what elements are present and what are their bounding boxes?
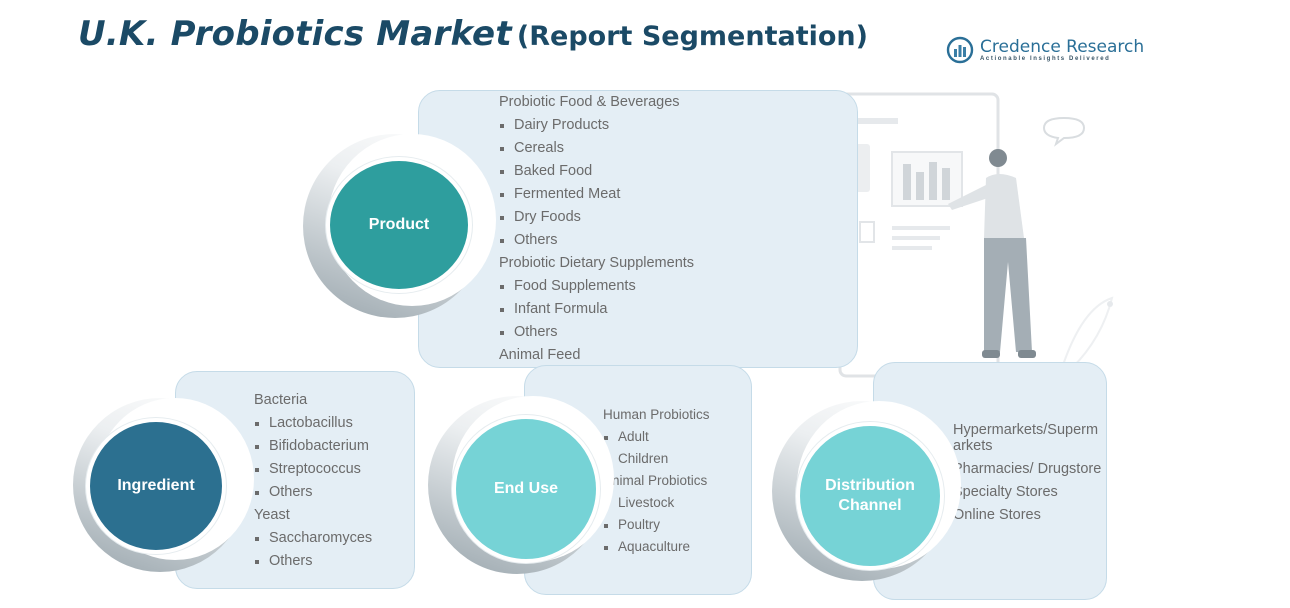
list-item: Livestock (603, 492, 710, 514)
list-item: Infant Formula (499, 298, 694, 321)
distribution-label-line1: Distribution (825, 477, 915, 494)
product-circle: Product (326, 157, 472, 293)
list-item: Bifidobacterium (254, 435, 372, 458)
end-use-list: Human Probiotics Adult Children Animal P… (603, 404, 710, 558)
list-item: Online Stores (953, 507, 1041, 523)
product-list: Probiotic Food & Beverages Dairy Product… (499, 91, 694, 367)
list-item: Dry Foods (499, 206, 694, 229)
distribution-circle: Distribution Channel (796, 422, 944, 570)
list-item: Streptococcus (254, 458, 372, 481)
title-sub: (Report Segmentation) (516, 21, 868, 52)
list-item: Fermented Meat (499, 183, 694, 206)
logo-mark-icon (946, 36, 974, 64)
list-item: Probiotic Dietary Supplements (499, 255, 695, 271)
list-item: Yeast (254, 507, 290, 523)
end-use-label: End Use (493, 480, 558, 497)
presenter-illustration (838, 92, 1114, 378)
ingredient-label: Ingredient (117, 477, 195, 494)
list-item: Probiotic Food & Beverages (499, 94, 680, 110)
distribution-list: Hypermarkets/Superm arkets Pharmacies/ D… (953, 422, 1103, 523)
list-item: Saccharomyces (254, 527, 372, 550)
ingredient-list: Bacteria Lactobacillus Bifidobacterium S… (254, 389, 372, 573)
product-label: Product (368, 216, 430, 233)
logo-tagline: Actionable Insights Delivered (980, 56, 1111, 62)
list-item: Others (499, 321, 694, 344)
list-item: Bacteria (254, 392, 308, 408)
list-item: Human Probiotics (603, 407, 710, 422)
list-item: Lactobacillus (254, 412, 372, 435)
list-item: Others (499, 229, 694, 252)
page-title: U.K. Probiotics Market (Report Segmentat… (78, 14, 868, 54)
distribution-label-line2: Channel (838, 497, 902, 514)
distribution-label: Distribution Channel (825, 476, 915, 516)
logo-name: Credence Research (980, 37, 1145, 57)
list-item: Food Supplements (499, 275, 694, 298)
ingredient-circle: Ingredient (86, 418, 226, 554)
list-item: Animal Feed (499, 347, 581, 363)
list-item: Cereals (499, 137, 694, 160)
list-item: Pharmacies/ Drugstore (953, 461, 1102, 477)
end-use-circle: End Use (452, 415, 600, 563)
list-item: Others (254, 550, 372, 573)
list-item: Adult (603, 426, 710, 448)
list-item: Aquaculture (603, 536, 710, 558)
list-item: Animal Probiotics (603, 473, 708, 488)
list-item: Specialty Stores (953, 484, 1058, 500)
title-main: U.K. Probiotics Market (78, 14, 512, 54)
list-item: Children (603, 448, 710, 470)
list-item: Dairy Products (499, 114, 694, 137)
list-item: Poultry (603, 514, 710, 536)
list-item: Others (254, 481, 372, 504)
list-item: Hypermarkets/Superm arkets (953, 422, 1099, 454)
list-item: Baked Food (499, 160, 694, 183)
